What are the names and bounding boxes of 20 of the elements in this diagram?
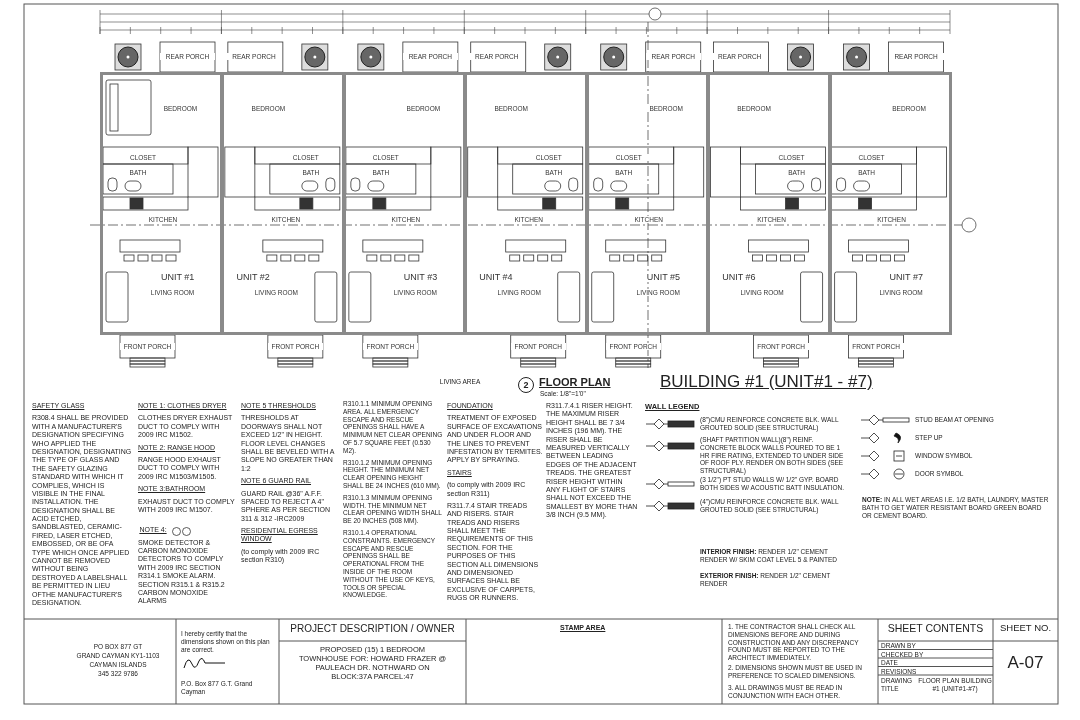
drawing-title: FLOOR PLAN bbox=[539, 376, 612, 390]
unit-label: UNIT #7 bbox=[889, 272, 923, 282]
unit-outline bbox=[221, 72, 345, 335]
unit-label: UNIT #3 bbox=[403, 272, 438, 282]
unit-outline bbox=[707, 72, 831, 335]
unit-label: UNIT #6 bbox=[722, 272, 756, 282]
section-heading: PROJECT DESCRIPTION / OWNER bbox=[289, 623, 456, 635]
unit-outline bbox=[464, 72, 588, 335]
unit-outline bbox=[342, 72, 467, 335]
unit-label: UNIT #2 bbox=[236, 272, 270, 282]
unit-label: UNIT #5 bbox=[646, 272, 681, 282]
section-heading: SHEET CONTENTS bbox=[886, 622, 985, 635]
unit-outline bbox=[585, 72, 710, 335]
section-heading: SHEET NO. bbox=[999, 622, 1052, 634]
unit-outline bbox=[100, 72, 224, 335]
sheet-number: A-07 bbox=[1006, 653, 1045, 674]
unit-outline bbox=[828, 72, 952, 335]
unit-label: UNIT #4 bbox=[479, 272, 513, 282]
unit-label: UNIT #1 bbox=[161, 272, 195, 282]
building-title: BUILDING #1 (UNIT#1 - #7) bbox=[660, 372, 874, 393]
